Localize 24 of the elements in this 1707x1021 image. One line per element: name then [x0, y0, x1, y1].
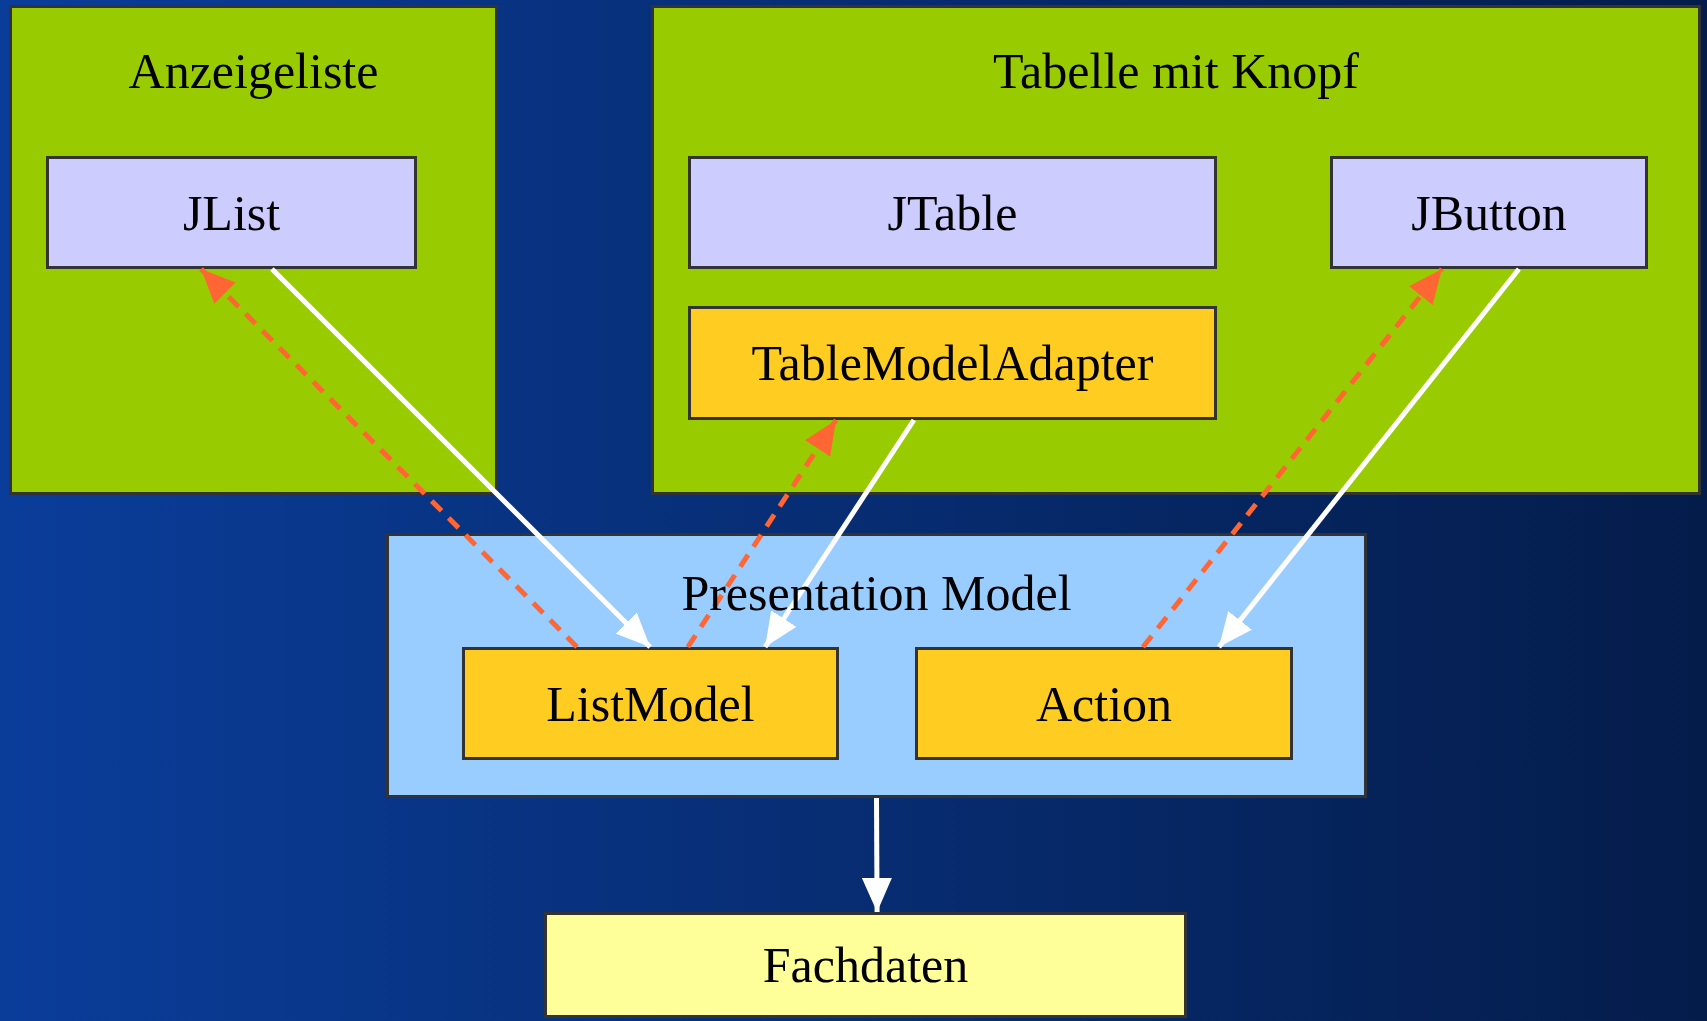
component-box [544, 912, 1187, 1018]
group-panel [386, 533, 1367, 798]
component-label: ListModel [546, 678, 755, 729]
component-label: JList [182, 187, 281, 238]
component-box [1330, 156, 1648, 269]
component-box [688, 306, 1217, 420]
group-title: Presentation Model [680, 568, 1073, 618]
arrow [763, 418, 916, 649]
component-box [688, 156, 1217, 269]
component-box [46, 156, 417, 269]
dashed-arrow [685, 418, 839, 649]
component-box [915, 647, 1293, 760]
group-panel [9, 5, 498, 495]
component-label: JTable [887, 187, 1018, 238]
component-box [462, 647, 839, 760]
group-panel [651, 5, 1701, 495]
component-label: Action [1035, 678, 1173, 729]
dashed-arrow [199, 267, 579, 649]
arrow [861, 798, 892, 912]
component-label: Fachdaten [762, 940, 969, 990]
dashed-arrow [1140, 267, 1444, 649]
arrow [270, 267, 652, 649]
arrow [1216, 267, 1521, 649]
component-label: JButton [1411, 187, 1567, 238]
